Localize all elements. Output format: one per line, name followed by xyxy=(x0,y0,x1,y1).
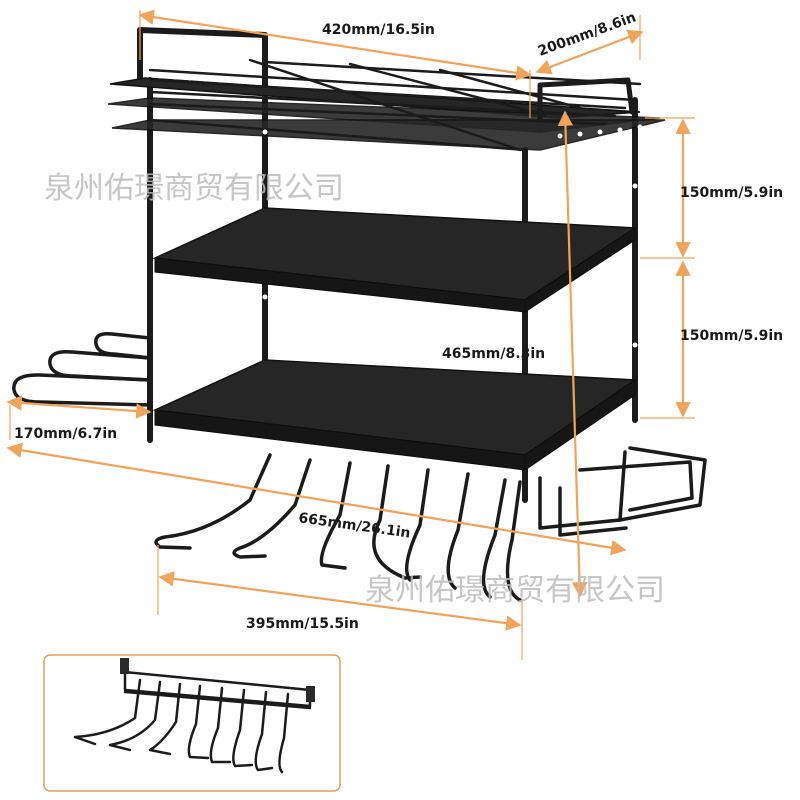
mounting-holes xyxy=(262,129,638,348)
label-top-width: 420mm/16.5in xyxy=(322,22,435,38)
middle-shelf xyxy=(152,207,638,313)
label-bottom-hook-width: 395mm/15.5in xyxy=(246,616,359,632)
label-overall-width: 665mm/26.1in xyxy=(297,510,411,542)
inset-border xyxy=(43,654,341,792)
label-lower-gap: 150mm/5.9in xyxy=(680,328,783,344)
bottom-shelf xyxy=(152,359,638,471)
label-side-hook-depth: 170mm/6.7in xyxy=(14,426,117,442)
right-side-basket xyxy=(538,446,707,537)
top-wire-shelf xyxy=(107,58,666,152)
label-upper-gap: 150mm/5.9in xyxy=(680,185,783,201)
dimension-lines xyxy=(6,9,695,660)
inset-hook-rail xyxy=(43,654,341,792)
left-side-hooks xyxy=(12,331,152,407)
watermark-lower: 泉州佑璟商贸有限公司 xyxy=(365,573,665,608)
rack-illustration xyxy=(12,27,707,602)
label-total-height: 465mm/8.3in xyxy=(442,346,545,362)
watermark-upper: 泉州佑璟商贸有限公司 xyxy=(44,171,344,206)
